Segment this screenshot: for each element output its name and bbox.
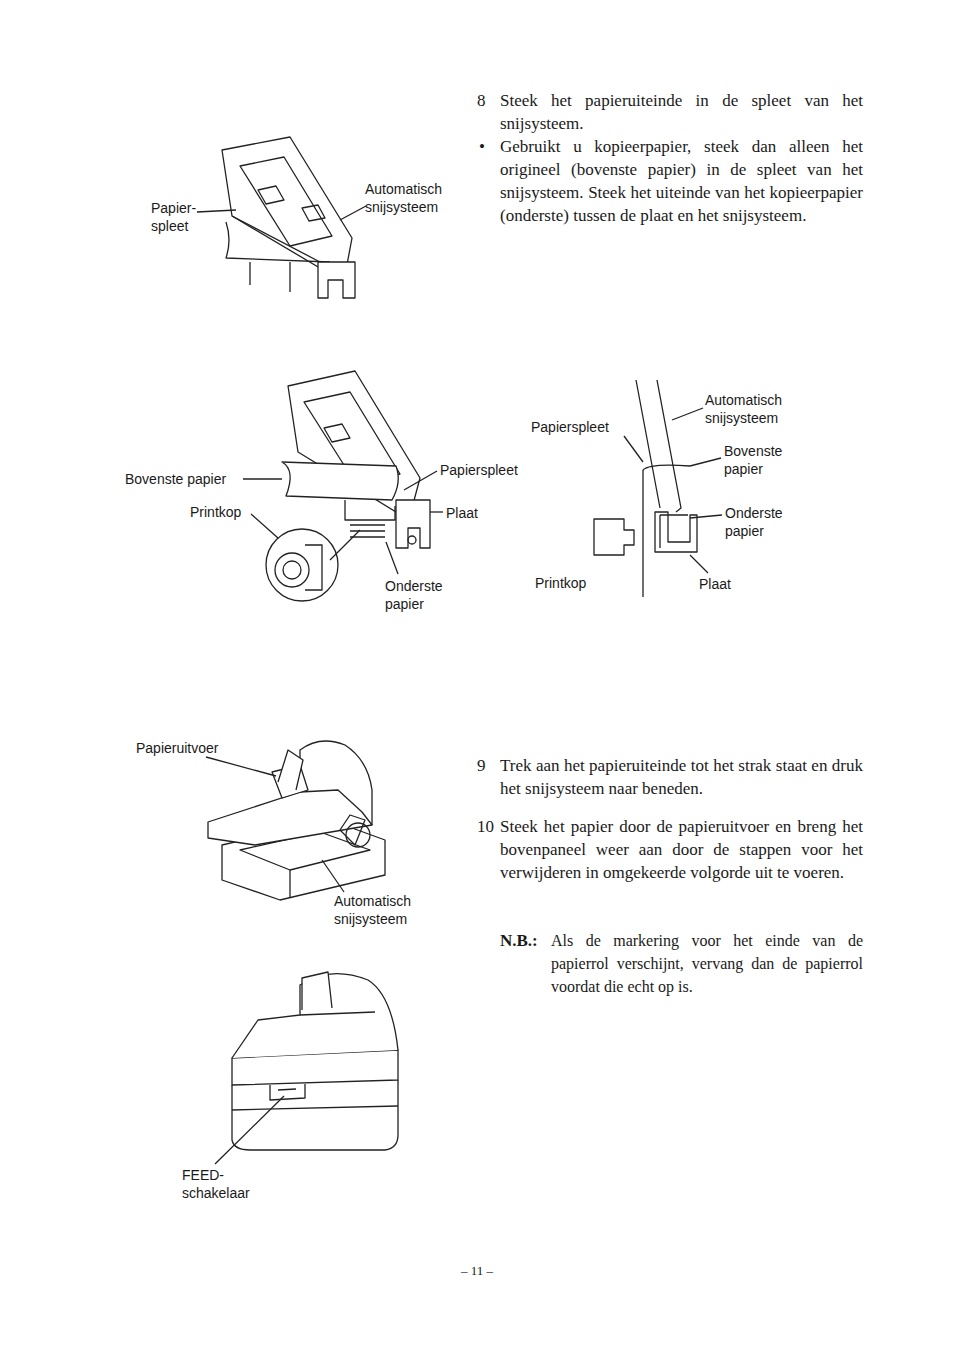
part-label: Papierspleet bbox=[440, 461, 535, 479]
part-label: Automatisch snijsysteem bbox=[334, 892, 434, 928]
part-label: Bovenste papier bbox=[125, 470, 243, 488]
part-label: Papieruitvoer bbox=[136, 739, 236, 757]
note-heading: N.B.: bbox=[500, 929, 550, 952]
cutter-figure bbox=[197, 137, 366, 298]
part-label: Automatisch snijsysteem bbox=[365, 180, 465, 216]
part-label: Printkop bbox=[190, 503, 260, 521]
part-label: Onderste papier bbox=[725, 504, 800, 540]
part-label: Papierspleet bbox=[531, 418, 626, 436]
cross-section bbox=[594, 380, 722, 597]
part-label: Plaat bbox=[699, 575, 749, 593]
step-number: 10 bbox=[477, 815, 501, 838]
bullet: • bbox=[479, 135, 495, 158]
part-label: Automatisch snijsysteem bbox=[705, 391, 805, 427]
part-label: Plaat bbox=[446, 504, 496, 522]
part-label: Papier- spleet bbox=[151, 199, 203, 235]
step-number: 8 bbox=[477, 89, 497, 112]
step-text: Steek het papier door de papieruitvoer e… bbox=[500, 815, 863, 884]
step-text: Steek het papieruiteinde in de spleet va… bbox=[500, 89, 863, 135]
step-number: 9 bbox=[477, 754, 497, 777]
printer-closed-figure bbox=[215, 972, 398, 1164]
part-label: FEED- schakelaar bbox=[182, 1166, 262, 1202]
printer-open-figure bbox=[206, 741, 385, 900]
paper-insert-figure bbox=[243, 371, 443, 601]
page-number: – 11 – bbox=[427, 1263, 527, 1279]
part-label: Printkop bbox=[535, 574, 605, 592]
step-text: Trek aan het papieruiteinde tot het stra… bbox=[500, 754, 863, 800]
part-label: Onderste papier bbox=[385, 577, 460, 613]
part-label: Bovenste papier bbox=[724, 442, 799, 478]
note-text: Als de markering voor het einde van de p… bbox=[551, 929, 863, 998]
bullet-text: Gebruikt u kopieerpapier, steek dan alle… bbox=[500, 135, 863, 227]
